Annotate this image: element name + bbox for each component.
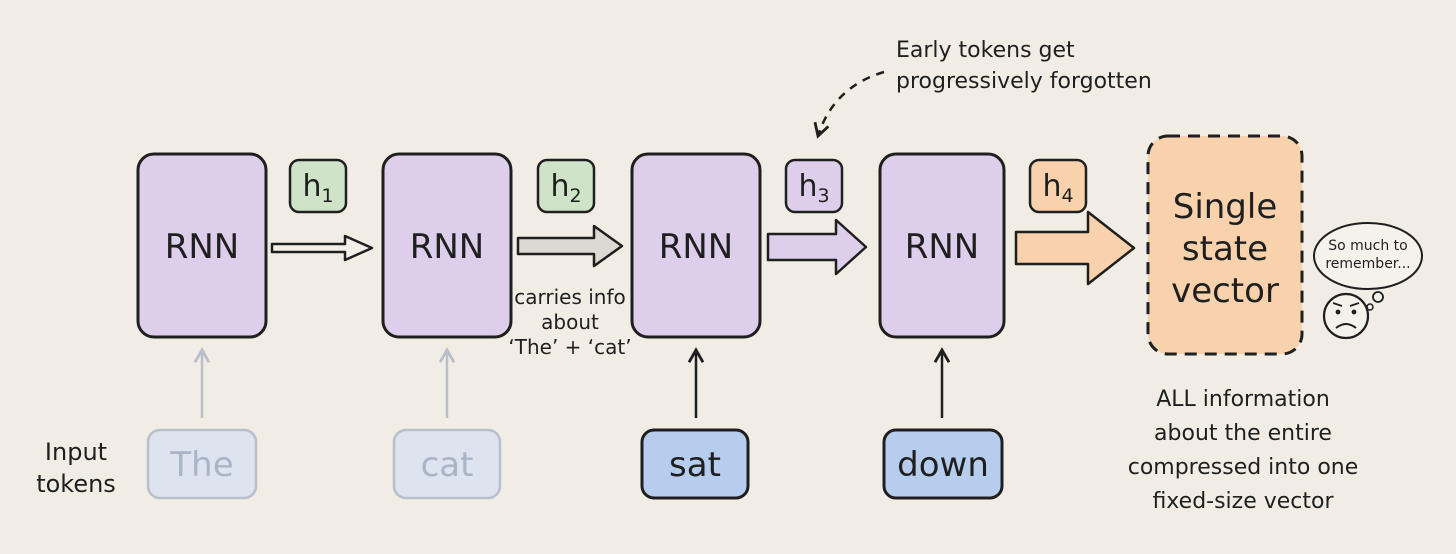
- rnn-cell-3: RNN: [630, 152, 762, 339]
- worried-face-icon: [1322, 292, 1370, 340]
- state-label-line3: vector: [1171, 271, 1279, 311]
- hidden-state-base: h: [550, 169, 569, 204]
- hidden-state-h4: h4: [1028, 158, 1088, 214]
- rnn-cell-label: RNN: [410, 227, 485, 267]
- info-note-line2: about the entire: [1154, 421, 1332, 446]
- hidden-state-subscript: 1: [321, 185, 333, 207]
- thought-bubble: So much to remember...: [1313, 222, 1423, 311]
- rnn-cell-label: RNN: [165, 227, 240, 267]
- rnn-cell-1: RNN: [136, 152, 268, 339]
- forgotten-arrow: [813, 70, 885, 139]
- svg-text:h3: h3: [798, 169, 829, 207]
- token-label: cat: [421, 445, 474, 485]
- forgotten-note-line2: progressively forgotten: [896, 69, 1152, 94]
- token-the: The: [146, 428, 258, 500]
- thought-bubble-line2: remember...: [1325, 256, 1410, 272]
- hidden-state-base: h: [798, 169, 817, 204]
- input-tokens-label-line1: Input: [45, 438, 107, 466]
- token-label: down: [897, 445, 989, 485]
- token-label: sat: [669, 445, 721, 485]
- rnn-cell-label: RNN: [659, 227, 734, 267]
- token-cat: cat: [392, 428, 502, 500]
- hidden-arrow-1: [270, 234, 374, 262]
- state-vector-box: Single state vector: [1146, 134, 1304, 356]
- hidden-state-base: h: [1042, 169, 1061, 204]
- input-tokens-label-line2: tokens: [36, 470, 116, 498]
- state-label-line1: Single: [1173, 187, 1278, 227]
- rnn-cell-4: RNN: [878, 152, 1006, 339]
- svg-text:h4: h4: [1042, 169, 1073, 207]
- hidden-state-subscript: 2: [569, 185, 581, 207]
- hidden-state-h1: h1: [288, 158, 348, 214]
- forgotten-note-line1: Early tokens get: [896, 38, 1075, 63]
- svg-text:h2: h2: [550, 169, 581, 207]
- carries-note-line1: carries info: [514, 285, 626, 309]
- hidden-state-base: h: [302, 169, 321, 204]
- hidden-state-h3: h3: [784, 158, 844, 214]
- hidden-arrow-2: [516, 224, 624, 268]
- token-down: down: [882, 428, 1004, 500]
- hidden-state-h2: h2: [536, 158, 596, 214]
- info-note-line1: ALL information: [1156, 387, 1330, 412]
- hidden-state-subscript: 3: [817, 185, 829, 207]
- hidden-state-subscript: 4: [1061, 185, 1073, 207]
- carries-note-line2: about: [541, 310, 599, 334]
- rnn-cell-2: RNN: [381, 152, 513, 339]
- hidden-arrow-4: [1014, 210, 1136, 286]
- token-sat: sat: [640, 428, 750, 500]
- svg-text:h1: h1: [302, 169, 333, 207]
- hidden-arrow-3: [766, 218, 868, 276]
- carries-note-line3: ‘The’ + ‘cat’: [508, 335, 631, 359]
- info-note-line3: compressed into one: [1128, 455, 1359, 480]
- thought-bubble-line1: So much to: [1328, 238, 1408, 254]
- info-note-line4: fixed-size vector: [1152, 489, 1334, 514]
- rnn-cell-label: RNN: [905, 227, 980, 267]
- state-label-line2: state: [1182, 229, 1268, 269]
- token-label: The: [169, 445, 233, 485]
